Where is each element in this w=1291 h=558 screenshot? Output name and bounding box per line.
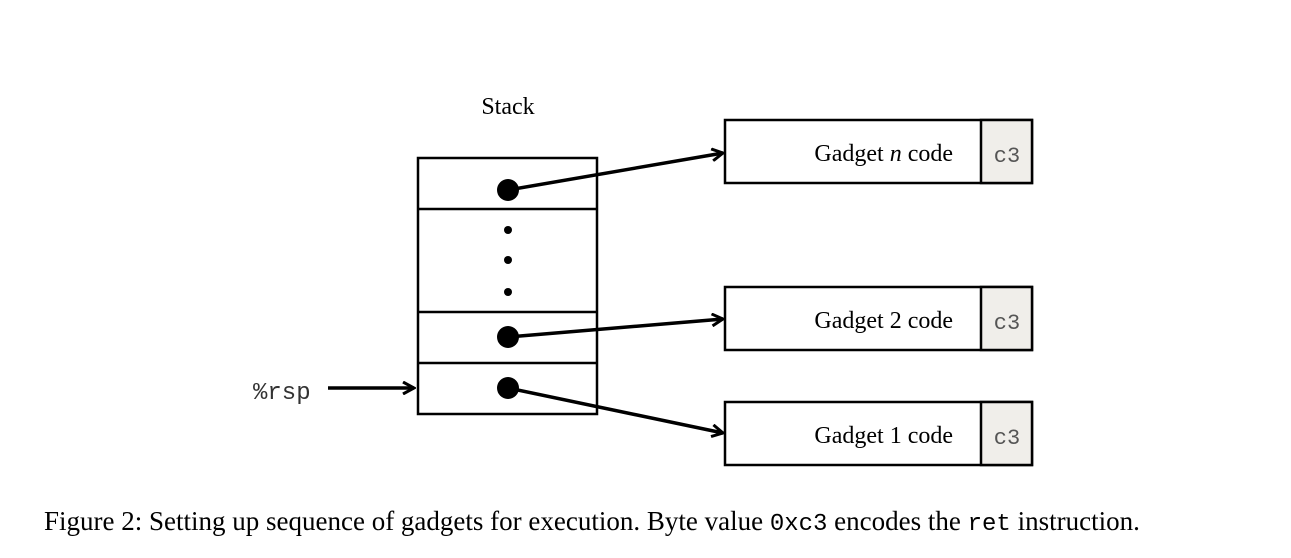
gadget-n-byte: c3 bbox=[994, 144, 1020, 169]
rsp-label: %rsp bbox=[253, 380, 311, 407]
arrow-to-gadget-1 bbox=[507, 386, 723, 433]
gadget-1-byte-cell bbox=[979, 400, 1034, 467]
gadget-1-box: Gadget 1 code c3 bbox=[723, 400, 1034, 467]
gadget-1-byte: c3 bbox=[994, 426, 1020, 451]
figure-caption: Figure 2: Setting up sequence of gadgets… bbox=[44, 508, 1140, 537]
arrow-to-gadget-2 bbox=[507, 319, 723, 339]
gadget-2-byte-cell bbox=[979, 285, 1034, 352]
gadget-2-box: Gadget 2 code c3 bbox=[723, 285, 1034, 352]
gadget-n-box: Gadget n code c3 bbox=[723, 118, 1034, 185]
gadget-2-byte: c3 bbox=[994, 311, 1020, 336]
stack-label: Stack bbox=[481, 94, 534, 120]
stack-outline bbox=[416, 156, 599, 416]
arrow-to-gadget-n bbox=[507, 153, 723, 192]
gadget-2-label: Gadget 2 code bbox=[814, 308, 953, 334]
caption-prefix: Figure 2: Setting up sequence of gadgets… bbox=[44, 506, 770, 536]
gadget-n-label: Gadget n code bbox=[814, 141, 953, 167]
gadget-n-byte-cell bbox=[979, 118, 1034, 185]
ellipsis-dots bbox=[504, 226, 512, 296]
caption-middle: encodes the bbox=[827, 506, 968, 536]
stack bbox=[416, 156, 599, 416]
gadget-1-label: Gadget 1 code bbox=[814, 423, 953, 449]
caption-code-ret: ret bbox=[967, 511, 1011, 538]
caption-suffix: instruction. bbox=[1010, 506, 1140, 536]
caption-code-byte: 0xc3 bbox=[769, 511, 828, 538]
rop-diagram: Stack %rsp Gadget n code c3 Gadget 2 cod… bbox=[253, 94, 1034, 467]
